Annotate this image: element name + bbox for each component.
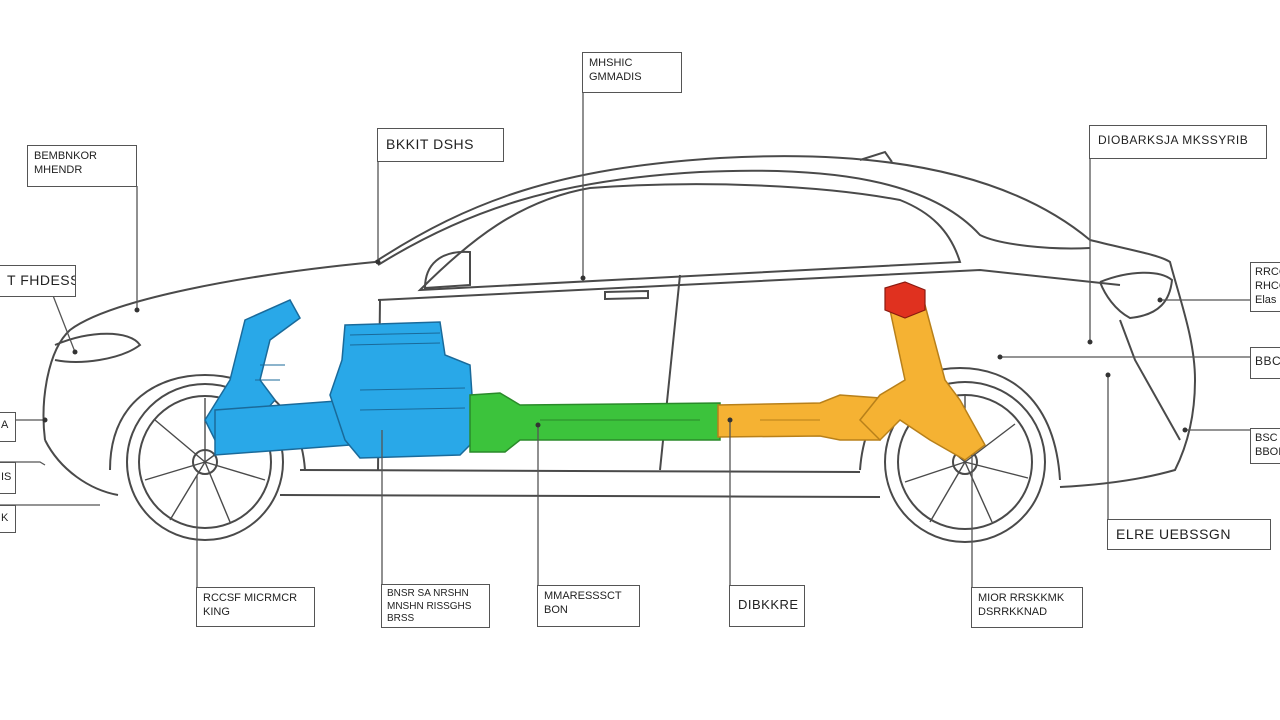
door-handle [604, 289, 649, 301]
callout-text: BRSS [387, 613, 415, 624]
callout-left-upper: T FHDESS [0, 265, 76, 297]
callout-text: BEMBNKOR [34, 150, 97, 162]
callout-text: DIOBARKSJA MKSSYRIB [1098, 133, 1249, 147]
callout-text: DSRRKKNAD [978, 605, 1048, 618]
callout-text: BON [544, 603, 568, 616]
callout-right-mid: BBC [1250, 347, 1280, 379]
front-suspension [204, 299, 301, 441]
callout-text: MMARESSSCT [544, 590, 622, 602]
callout-text: MHSHIC [589, 57, 633, 69]
callout-bottom-4: DIBKKRE [729, 585, 805, 627]
callout-bottom-3: MMARESSSCT BON [537, 585, 640, 627]
callout-text: Elas [1255, 293, 1277, 306]
callout-top-center: MHSHIC GMMADIS [582, 52, 682, 93]
callout-text: RRCC [1255, 266, 1280, 278]
leader-dots [42, 259, 1188, 433]
callout-top-left: BEMBNKOR MHENDR [27, 145, 137, 187]
engine-block [329, 321, 476, 459]
callout-right-lower: BSC BBOI [1250, 428, 1280, 464]
callout-text: MIOR RRSKKMK [978, 592, 1065, 604]
callout-text: DIBKKRE [738, 597, 799, 612]
callout-text: GMMADIS [589, 70, 642, 83]
callout-text: BBOI [1255, 445, 1280, 458]
mirror [423, 250, 471, 290]
callout-text: BNSR SA NRSHN [387, 588, 469, 599]
callout-left-mid: A [0, 412, 16, 442]
callout-left-lower: IS [0, 462, 16, 494]
callout-right-bottom: ELRE UEBSSGN [1107, 519, 1271, 550]
callout-text: MHENDR [34, 163, 83, 176]
belt-line [377, 268, 1121, 301]
car-body-outline [42, 150, 1197, 498]
callout-top-mid-left: BKKIT DSHS [377, 128, 504, 162]
callout-top-right: DIOBARKSJA MKSSYRIB [1089, 125, 1267, 159]
callout-left-bottom: K [0, 505, 16, 533]
callout-text: BBC [1255, 354, 1280, 368]
spoiler [859, 150, 893, 163]
front-engine-assembly [204, 299, 476, 459]
callout-text: RHCC [1255, 279, 1280, 292]
callout-right-upper: RRCC RHCC Elas [1250, 262, 1280, 312]
headlight [54, 332, 142, 363]
callout-text: T FHDESS [7, 272, 76, 288]
rear-drive-assembly [717, 304, 986, 461]
rocker-line [299, 469, 861, 473]
callout-bottom-1: RCCSF MICRMCR KING [196, 587, 315, 627]
rear-top-mount [884, 281, 926, 319]
drive-shaft-front [469, 392, 721, 453]
window-line [417, 183, 962, 292]
taillight [1099, 271, 1174, 320]
callout-bottom-2: BNSR SA NRSHN MNSHN RISSGHS BRSS [381, 584, 490, 628]
callout-text: MNSHN RISSGHS [387, 600, 472, 612]
callout-text: A [1, 419, 9, 431]
leader-lines [0, 93, 1250, 588]
callout-text: ELRE UEBSSGN [1116, 526, 1231, 542]
body-silhouette [42, 155, 1197, 498]
callout-text: IS [1, 471, 12, 483]
callout-text: BKKIT DSHS [386, 136, 474, 152]
rear-suspension [858, 304, 986, 461]
rear-bumper [1119, 319, 1181, 441]
callout-text: BSC [1255, 432, 1278, 444]
callout-text: KING [203, 605, 230, 618]
callout-text: RCCSF MICRMCR [203, 592, 298, 604]
callout-text: K [1, 512, 9, 524]
rear-shaft [717, 394, 881, 441]
roof-line [377, 169, 1091, 266]
callout-bottom-5: MIOR RRSKKMK DSRRKKNAD [971, 587, 1083, 628]
